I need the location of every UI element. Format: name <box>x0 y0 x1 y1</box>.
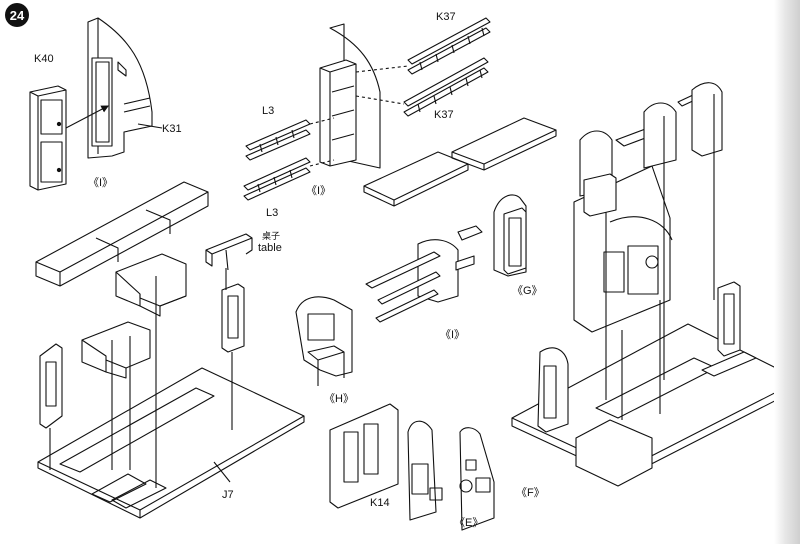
l3-shelf-lower <box>243 157 311 201</box>
label-e: 《E》 <box>454 517 484 529</box>
j7-leader <box>213 461 231 483</box>
k31-leader <box>137 123 163 129</box>
assembly-guides <box>309 65 409 167</box>
label-table-cn: 桌子 <box>262 231 281 241</box>
attach-arrow <box>65 105 109 129</box>
f-panel-part <box>459 427 495 531</box>
label-k37-top: K37 <box>436 11 456 23</box>
k37-shelf-upper <box>407 17 491 75</box>
j7-floor-base <box>37 367 305 519</box>
label-k31: K31 <box>162 123 182 135</box>
label-k14: K14 <box>370 497 390 509</box>
label-k37-bottom: K37 <box>434 109 454 121</box>
e-panel-part <box>407 420 443 521</box>
label-k40: K40 <box>34 53 54 65</box>
label-i-center: 《I》 <box>440 329 466 341</box>
k40-cabinet-part <box>29 85 67 191</box>
drop-lines-right <box>605 94 715 420</box>
bench-segments <box>35 181 209 287</box>
left-wall-panel <box>39 343 63 429</box>
label-h: 《H》 <box>324 393 354 405</box>
label-table-en: table <box>258 242 282 254</box>
label-j7: J7 <box>222 489 234 501</box>
left-door-panel <box>221 283 245 353</box>
center-i-partition <box>365 225 483 323</box>
label-i-top-left: 《I》 <box>88 177 114 189</box>
label-l3-top: L3 <box>262 105 275 117</box>
l3-shelf-upper <box>245 119 311 161</box>
floor-slab-right <box>451 117 557 171</box>
center-partition-part <box>319 23 381 169</box>
g-cabinet-part <box>493 194 527 277</box>
label-i-top-mid: 《I》 <box>306 185 332 197</box>
k31-panel-part <box>87 17 153 159</box>
label-l3-bottom: L3 <box>266 207 279 219</box>
label-g: 《G》 <box>512 285 543 297</box>
k37-shelf-lower <box>403 57 489 117</box>
label-f: 《F》 <box>516 487 545 499</box>
completed-assembly <box>511 82 800 487</box>
step-number-badge: 24 <box>5 3 29 27</box>
counter-lower <box>81 321 151 379</box>
page-edge-shadow <box>774 0 800 544</box>
h-unit-part <box>295 296 353 386</box>
k14-door-panel <box>329 403 399 509</box>
drop-lines-left <box>49 268 233 488</box>
counter-upper <box>115 253 187 317</box>
table-part <box>205 233 253 271</box>
